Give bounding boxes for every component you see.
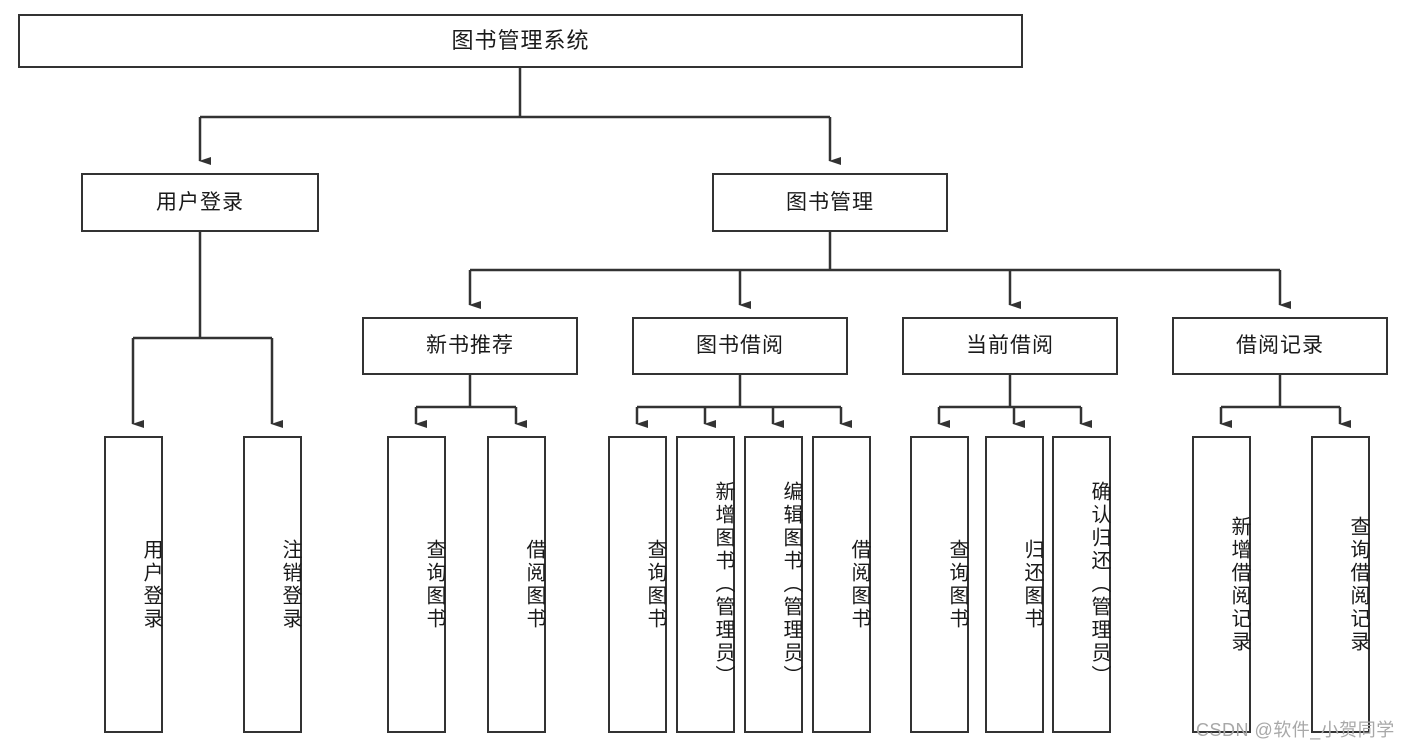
node-current-borrow[interactable]: 当前借阅: [902, 317, 1118, 375]
leaf-label: 新增借阅记录: [1228, 515, 1250, 654]
leaf-label: 查询图书: [946, 538, 968, 631]
node-leaf-logout-login[interactable]: 注销登录: [243, 436, 302, 733]
leaf-label: 确认归还（管理员）: [1088, 481, 1110, 688]
node-leaf-add-book[interactable]: 新增图书（管理员）: [676, 436, 735, 733]
node-book-borrow[interactable]: 图书借阅: [632, 317, 848, 375]
node-leaf-confirm-return[interactable]: 确认归还（管理员）: [1052, 436, 1111, 733]
node-new-book-recommend[interactable]: 新书推荐: [362, 317, 578, 375]
node-root-system[interactable]: 图书管理系统: [18, 14, 1023, 68]
node-leaf-query-borrow-record[interactable]: 查询借阅记录: [1311, 436, 1370, 733]
leaf-label: 借阅图书: [523, 538, 545, 631]
leaf-label: 查询借阅记录: [1347, 515, 1369, 654]
leaf-label: 用户登录: [140, 538, 162, 631]
node-leaf-query-book-borrow[interactable]: 查询图书: [608, 436, 667, 733]
node-leaf-add-borrow-record[interactable]: 新增借阅记录: [1192, 436, 1251, 733]
leaf-label: 借阅图书: [848, 538, 870, 631]
leaf-label: 编辑图书（管理员）: [780, 481, 802, 688]
node-leaf-query-book-current[interactable]: 查询图书: [910, 436, 969, 733]
leaf-label: 注销登录: [279, 538, 301, 631]
node-leaf-query-book-recommend[interactable]: 查询图书: [387, 436, 446, 733]
node-leaf-edit-book[interactable]: 编辑图书（管理员）: [744, 436, 803, 733]
node-leaf-user-login[interactable]: 用户登录: [104, 436, 163, 733]
node-borrow-record[interactable]: 借阅记录: [1172, 317, 1388, 375]
leaf-label: 查询图书: [423, 538, 445, 631]
csdn-watermark: CSDN @软件_小贺同学: [1196, 720, 1395, 740]
leaf-label: 新增图书（管理员）: [712, 481, 734, 688]
node-leaf-borrow-book[interactable]: 借阅图书: [812, 436, 871, 733]
node-leaf-return-book[interactable]: 归还图书: [985, 436, 1044, 733]
node-user-login[interactable]: 用户登录: [81, 173, 319, 232]
leaf-label: 查询图书: [644, 538, 666, 631]
leaf-label: 归还图书: [1021, 538, 1043, 631]
node-book-management[interactable]: 图书管理: [712, 173, 948, 232]
node-leaf-borrow-book-recommend[interactable]: 借阅图书: [487, 436, 546, 733]
